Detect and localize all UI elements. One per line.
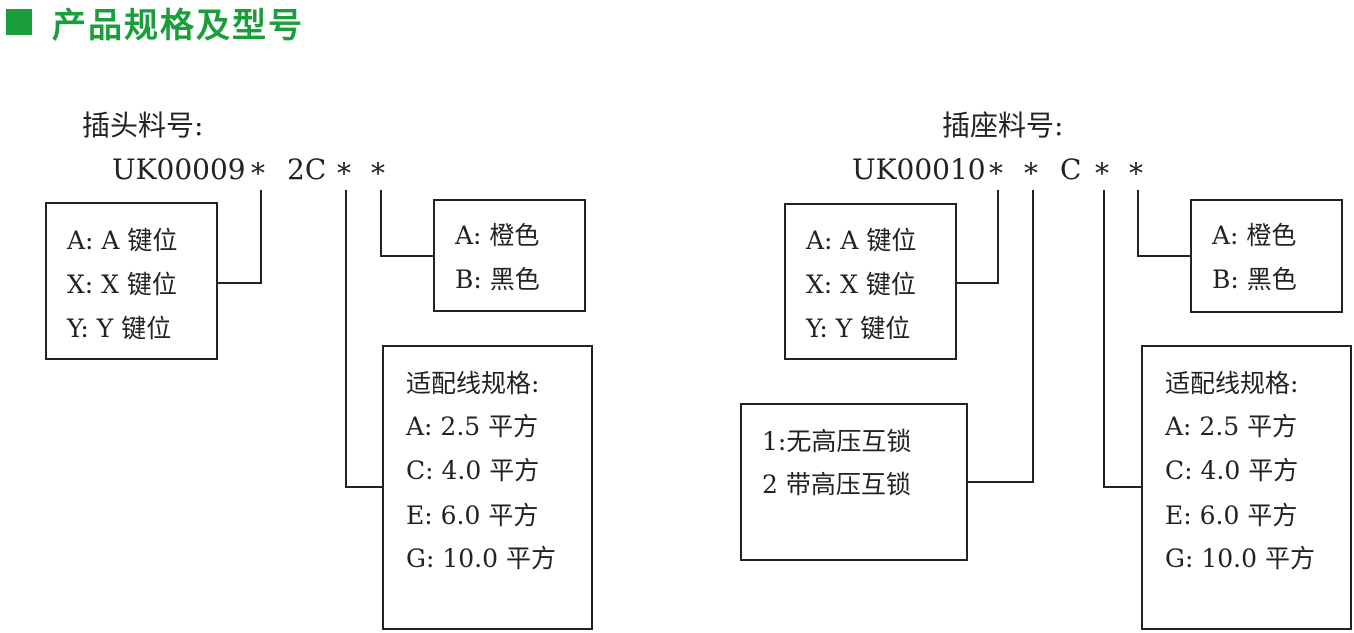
socket-wire-g: G: 10.0 平方 (1165, 544, 1315, 573)
socket-key-x: X: X 键位 (806, 270, 916, 299)
socket-star-3: * (1095, 157, 1109, 190)
socket-color-box: A: 橙色 B: 黑色 (1190, 199, 1343, 313)
section-title: 产品规格及型号 (52, 5, 304, 46)
plug-color-a: A: 橙色 (455, 221, 540, 250)
plug-mid-code: 2C (287, 153, 327, 186)
socket-color-a: A: 橙色 (1212, 221, 1297, 250)
plug-label: 插头料号: (82, 109, 204, 142)
socket-wire-box: 适配线规格: A: 2.5 平方 C: 4.0 平方 E: 6.0 平方 G: … (1141, 345, 1352, 630)
plug-wire-connector (345, 190, 383, 488)
plug-wire-g: G: 10.0 平方 (406, 544, 556, 573)
socket-wire-e: E: 6.0 平方 (1165, 501, 1298, 530)
plug-key-a: A: A 键位 (67, 226, 178, 255)
plug-key-x: X: X 键位 (67, 270, 177, 299)
plug-code: UK00009 (112, 153, 246, 186)
socket-star-4: * (1129, 157, 1143, 190)
socket-key-connector (956, 190, 999, 284)
plug-color-box: A: 橙色 B: 黑色 (433, 199, 586, 312)
plug-wire-e: E: 6.0 平方 (406, 501, 539, 530)
plug-star-3: * (371, 157, 385, 190)
socket-key-box: A: A 键位 X: X 键位 Y: Y 键位 (784, 203, 957, 360)
plug-star-1: * (251, 157, 265, 190)
plug-key-box: A: A 键位 X: X 键位 Y: Y 键位 (45, 202, 218, 360)
socket-wire-a: A: 2.5 平方 (1165, 412, 1298, 441)
socket-star-1: * (989, 157, 1003, 190)
plug-key-y: Y: Y 键位 (67, 314, 172, 343)
plug-color-b: B: 黑色 (455, 265, 540, 294)
plug-star-2: * (337, 157, 351, 190)
plug-key-connector (217, 190, 262, 284)
socket-interlock-2: 2 带高压互锁 (762, 470, 911, 499)
socket-wire-connector (1103, 190, 1142, 488)
socket-key-a: A: A 键位 (806, 226, 917, 255)
socket-color-connector (1137, 190, 1191, 257)
socket-interlock-connector (968, 190, 1034, 483)
socket-star-2: * (1024, 157, 1038, 190)
socket-code: UK00010 (852, 153, 986, 186)
plug-color-connector (380, 190, 434, 257)
socket-label: 插座料号: (942, 109, 1064, 142)
socket-wire-title: 适配线规格: (1165, 369, 1299, 398)
plug-wire-box: 适配线规格: A: 2.5 平方 C: 4.0 平方 E: 6.0 平方 G: … (382, 345, 593, 630)
socket-interlock-1: 1:无高压互锁 (762, 427, 912, 456)
socket-mid-code: C (1060, 153, 1082, 186)
socket-color-b: B: 黑色 (1212, 265, 1297, 294)
plug-wire-title: 适配线规格: (406, 369, 540, 398)
socket-wire-c: C: 4.0 平方 (1165, 456, 1299, 485)
socket-interlock-box: 1:无高压互锁 2 带高压互锁 (740, 403, 968, 561)
socket-key-y: Y: Y 键位 (806, 314, 911, 343)
plug-wire-c: C: 4.0 平方 (406, 456, 540, 485)
green-square-icon (6, 9, 32, 35)
section-header: 产品规格及型号 (6, 0, 304, 46)
plug-wire-a: A: 2.5 平方 (406, 412, 539, 441)
